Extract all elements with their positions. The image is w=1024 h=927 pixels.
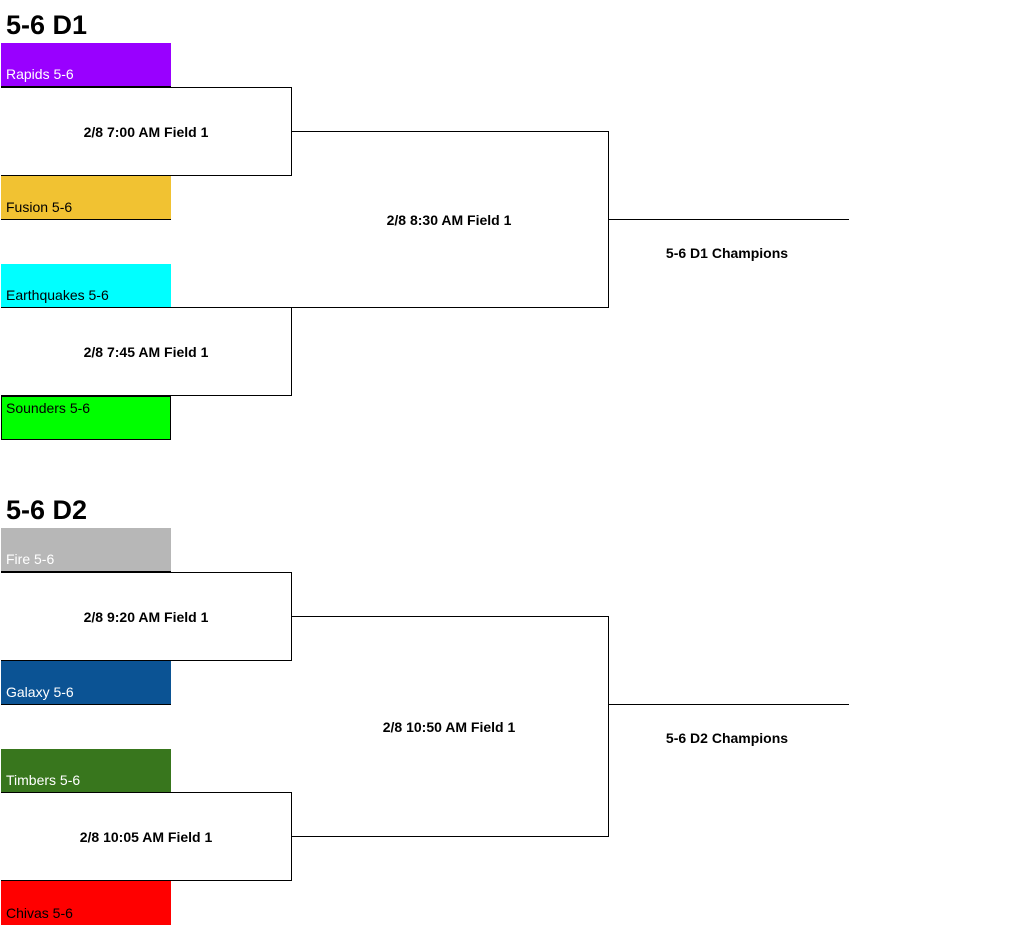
team-label: Earthquakes 5-6 [6, 287, 109, 303]
game-box [291, 616, 609, 837]
team-label: Rapids 5-6 [6, 66, 74, 82]
team-slot: Chivas 5-6 [1, 881, 171, 925]
game-label: 2/8 7:45 AM Field 1 [83, 344, 209, 360]
team-label: Galaxy 5-6 [6, 684, 74, 700]
team-slot: Galaxy 5-6 [1, 661, 171, 705]
team-label: Sounders 5-6 [6, 400, 91, 416]
team-slot: Rapids 5-6 [1, 43, 171, 87]
game-box [1, 307, 292, 396]
team-label: Chivas 5-6 [6, 905, 73, 921]
team-slot: Timbers 5-6 [1, 749, 171, 793]
team-slot: Earthquakes 5-6 [1, 264, 171, 308]
team-label: Fire 5-6 [6, 551, 55, 567]
team-slot: Fire 5-6 [1, 528, 171, 572]
champion-line [608, 219, 849, 220]
team-label: Fusion 5-6 [6, 199, 73, 215]
champion-line [608, 704, 849, 705]
game-label: 2/8 10:05 AM Field 1 [79, 829, 213, 845]
game-box [1, 792, 292, 881]
game-label: 2/8 9:20 AM Field 1 [83, 609, 209, 625]
game-label: 2/8 10:50 AM Field 1 [382, 719, 516, 735]
team-slot: Fusion 5-6 [1, 176, 171, 220]
champion-label: 5-6 D2 Champions [665, 730, 789, 746]
bracket-title: 5-6 D1 [6, 10, 88, 40]
game-label: 2/8 7:00 AM Field 1 [83, 124, 209, 140]
team-slot: Sounders 5-6 [1, 396, 171, 440]
bracket-title: 5-6 D2 [6, 495, 88, 525]
team-label: Timbers 5-6 [6, 772, 81, 788]
game-label: 2/8 8:30 AM Field 1 [386, 212, 512, 228]
champion-label: 5-6 D1 Champions [665, 245, 789, 261]
